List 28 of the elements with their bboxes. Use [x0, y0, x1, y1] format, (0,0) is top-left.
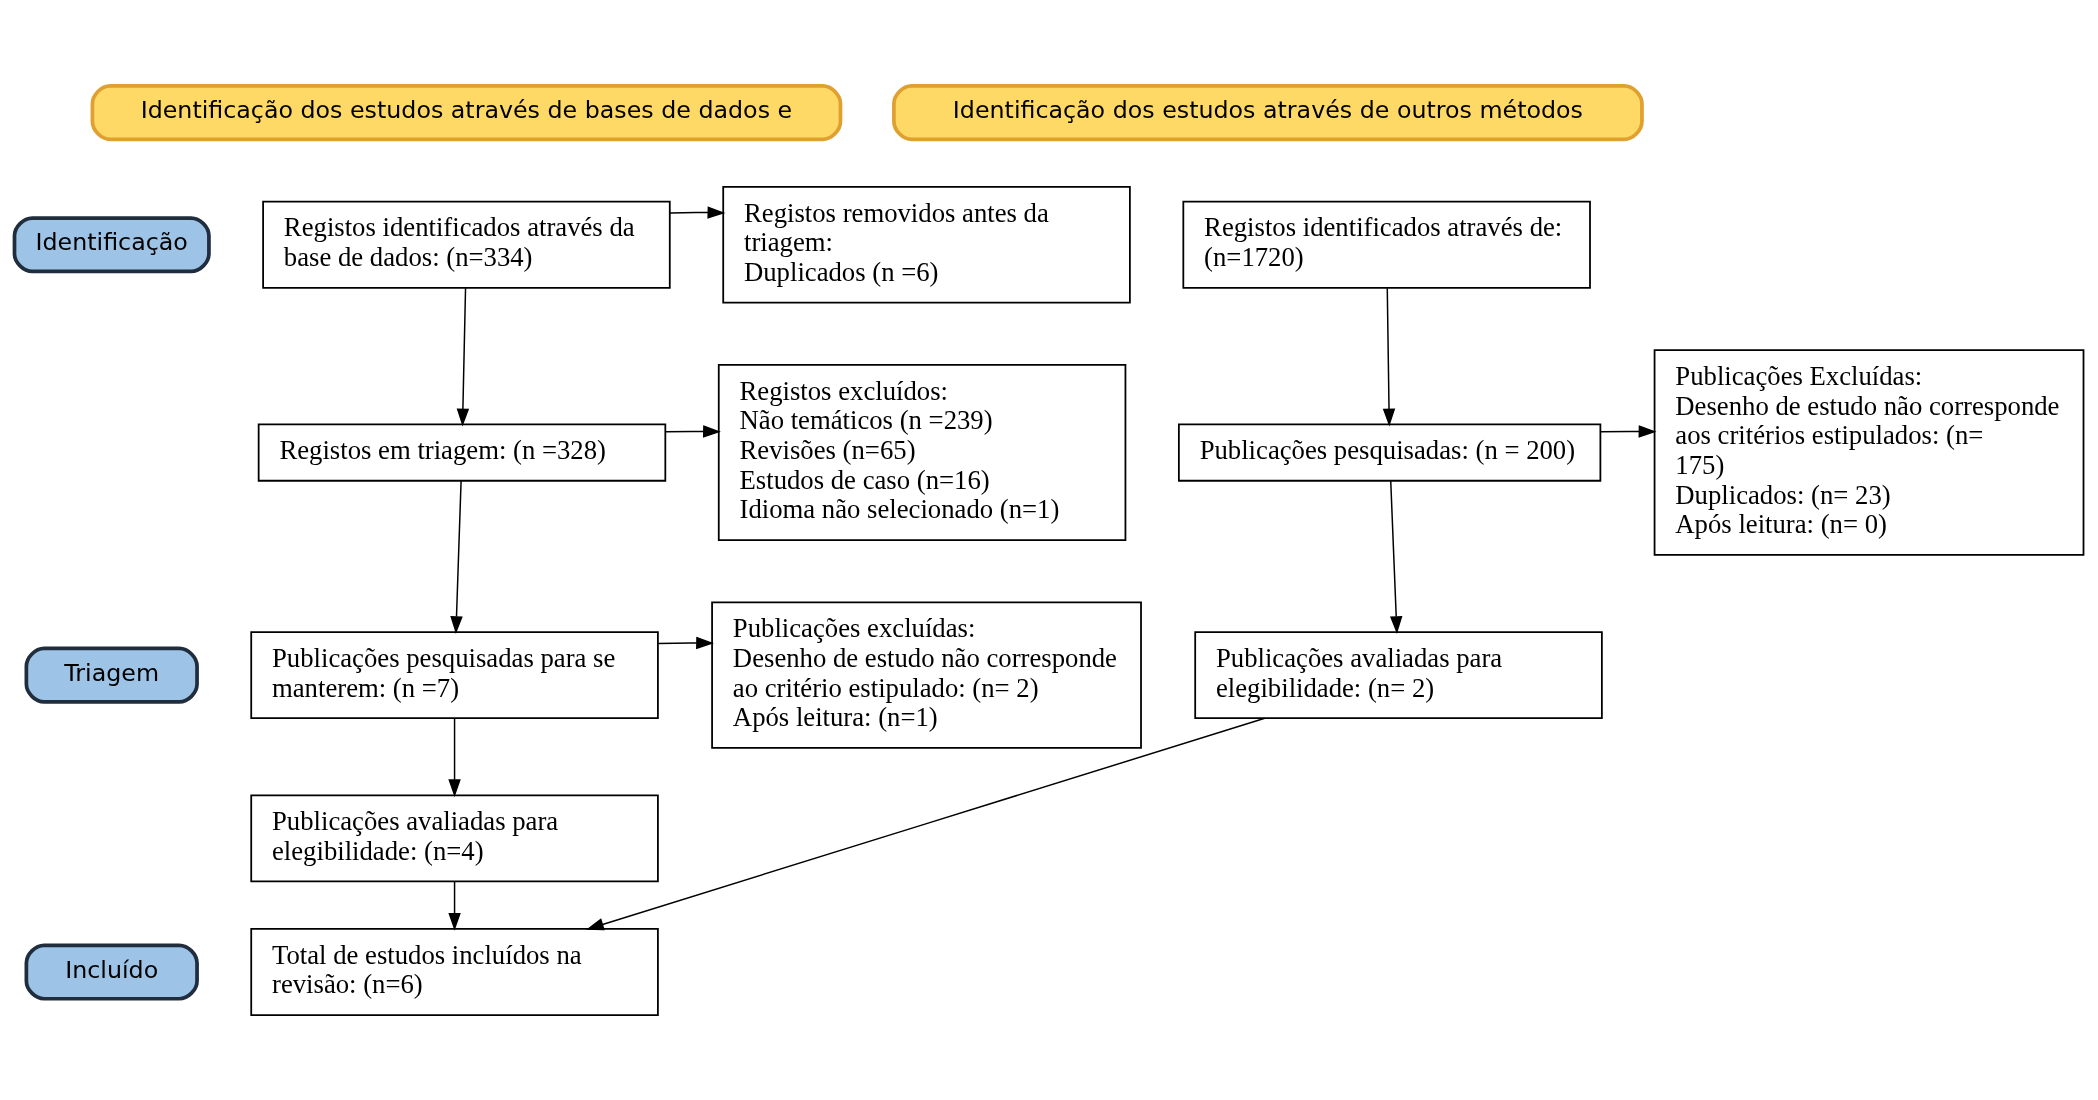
node-box: Identificação dos estudos através de bases de dados e	[90, 83, 843, 141]
arrow	[448, 717, 461, 797]
node-box: Triagem	[24, 646, 199, 704]
arrow	[664, 424, 721, 438]
node-box: Total de estudos incluídos na revisão: (n=6)	[250, 927, 659, 1016]
node-box: Publicações pesquisadas para se manterem: (n =7)	[250, 630, 659, 719]
arrow	[1390, 479, 1403, 634]
node-box: Registos identificados através de: (n=1720)	[1182, 200, 1591, 289]
node-box: Registos excluídos: Não temáticos (n =239) Revisões (n=65) Estudos de caso (n=16) Idioma não selecionado (n=1)	[717, 363, 1127, 541]
arrow	[669, 205, 726, 219]
node-box: Incluído	[24, 942, 199, 1001]
arrow	[1600, 424, 1657, 438]
arrow	[448, 880, 461, 931]
arrow	[450, 479, 463, 634]
node-box: Registos removidos antes da triagem: Duplicados (n =6)	[722, 185, 1131, 303]
node-box: Publicações pesquisadas: (n = 200)	[1177, 422, 1602, 482]
node-box: Publicações Excluídas: Desenho de estudo não corresponde aos critérios estipulados: (n= 175) Duplicados: (n= 23) Após leitura: (n= 0)	[1653, 348, 2085, 556]
node-box: Publicações avaliadas para elegibilidade: (n=4)	[250, 794, 659, 882]
arrow	[657, 636, 714, 649]
node-box: Publicações excluídas: Desenho de estudo não corresponde ao critério estipulado: (n= 2) Após leitura: (n=1)	[711, 601, 1142, 749]
node-box: Registos em triagem: (n =328)	[257, 422, 667, 482]
node-box: Registos identificados através da base de dados: (n=334)	[262, 200, 671, 289]
node-box: Identificação	[12, 215, 211, 273]
node-box: Identificação dos estudos através de outros métodos	[892, 83, 1644, 141]
arrow	[1382, 286, 1396, 426]
node-box: Publicações avaliadas para elegibilidade: (n= 2)	[1194, 630, 1603, 719]
arrow	[456, 286, 470, 426]
arrow	[586, 717, 1266, 930]
